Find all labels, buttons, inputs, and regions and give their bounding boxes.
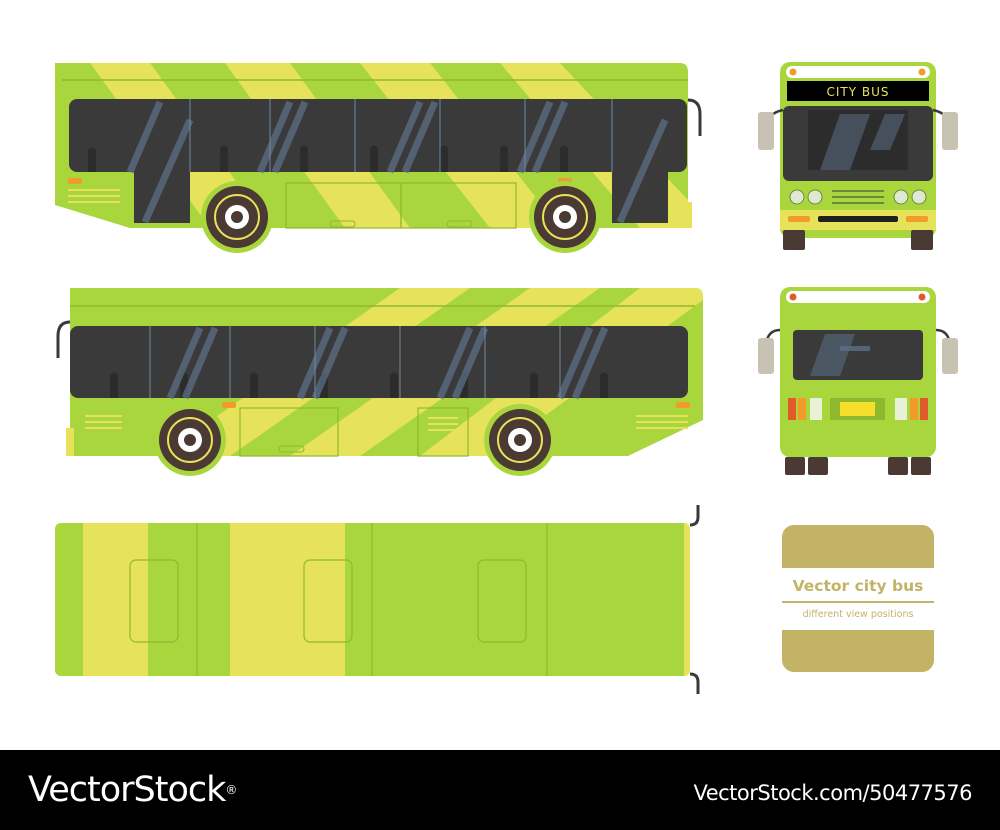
brand-logo: VectorStock® [28,770,237,810]
bus-illustration: CITY BUS [55,62,958,694]
brand-name: VectorStock [28,770,226,810]
destination-text: CITY BUS [826,85,889,99]
front-view: CITY BUS [758,62,958,250]
footer-bar: VectorStock® VectorStock.com/50477576 [0,750,1000,830]
destination-display [787,81,929,101]
brand-registered-mark: ® [225,783,237,797]
top-view [55,505,700,694]
image-url: VectorStock.com/50477576 [693,781,972,805]
label-card-subtitle: different view positions [803,609,914,620]
side-view-left [55,63,702,253]
side-view-right [56,288,703,476]
rear-view [758,287,958,475]
label-card-title: Vector city bus [793,577,924,595]
label-card: Vector city bus different view positions [782,525,934,672]
